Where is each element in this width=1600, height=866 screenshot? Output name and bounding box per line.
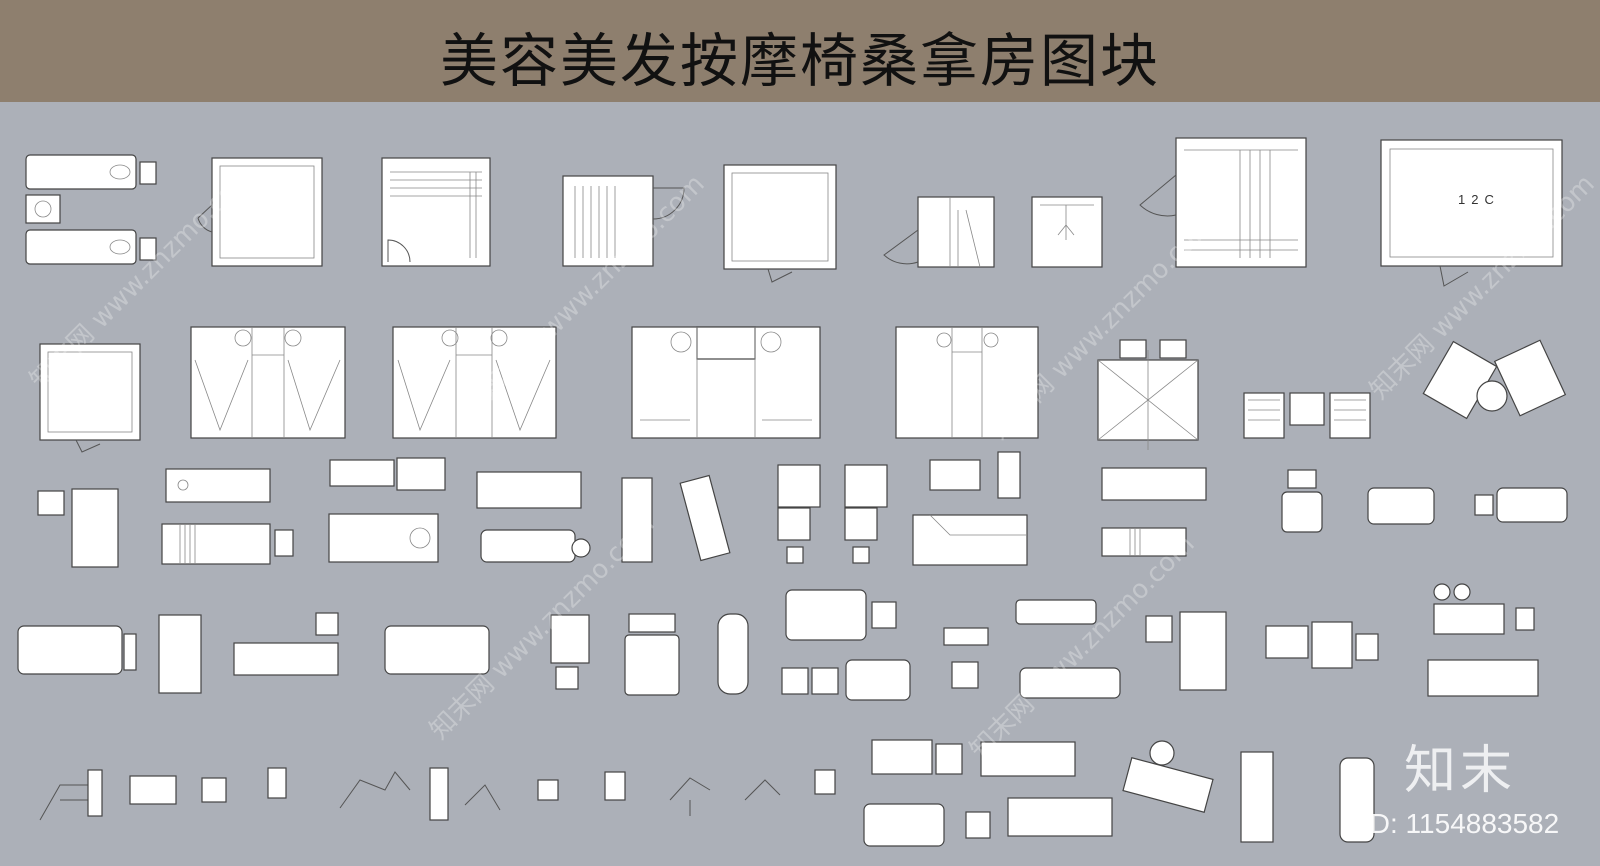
sauna-room-6 <box>1031 196 1103 268</box>
twin-bed-unit-4 <box>895 326 1039 439</box>
salon-chair-1 <box>37 488 119 568</box>
massage-bed-pair <box>25 154 157 265</box>
sauna-room-1 <box>197 157 323 267</box>
armchair-2 <box>1367 487 1435 525</box>
sauna-room-2 <box>381 157 491 267</box>
asset-id: ID: 1154883582 <box>1362 808 1560 839</box>
bed-with-nightstand <box>233 612 339 676</box>
armchair-1 <box>1281 469 1323 533</box>
twin-bed-unit-1 <box>190 326 346 439</box>
lounge-chair-set <box>1243 392 1371 439</box>
sofa-chair-1 <box>550 614 590 690</box>
facial-bed-2 <box>1474 487 1568 523</box>
massage-table-5 <box>17 625 137 675</box>
massage-table-1 <box>165 468 271 503</box>
recliner-3 <box>1339 757 1375 843</box>
twin-bed-unit-2 <box>392 326 557 439</box>
room-label: 12C <box>1458 192 1500 207</box>
side-table <box>943 627 989 689</box>
recliner-pair <box>621 474 731 563</box>
title-banner: 美容美发按摩椅桑拿房图块 <box>0 0 1600 102</box>
sauna-room-9 <box>39 343 141 453</box>
massage-table-4 <box>1101 467 1207 557</box>
pedicure-chair-pair <box>777 464 888 564</box>
massage-table-2 <box>161 523 294 565</box>
pedicure-bed <box>1015 599 1121 699</box>
spa-bed-set <box>912 451 1028 566</box>
sauna-room-3 <box>562 175 685 267</box>
twin-bed-unit-3 <box>631 326 821 439</box>
wash-station <box>1265 621 1379 669</box>
recliner-1 <box>158 614 202 694</box>
lounge-chair-pair <box>1422 339 1567 420</box>
massage-table-3 <box>476 471 591 563</box>
massage-chair-umbrella <box>1097 339 1199 450</box>
salon-station-set <box>781 589 911 701</box>
recliner-2 <box>1240 751 1274 843</box>
facial-bed-1 <box>328 457 446 563</box>
armchair-3 <box>1122 740 1214 814</box>
page-title: 美容美发按摩椅桑拿房图块 <box>439 27 1160 95</box>
massage-table-6 <box>384 625 490 675</box>
sauna-room-7 <box>1139 137 1307 268</box>
brand-logo: 知末 <box>1404 741 1517 801</box>
salon-chair-elevations <box>39 767 836 821</box>
salon-chair-2 <box>1145 611 1227 691</box>
facial-bed-4 <box>863 739 1113 847</box>
shampoo-chair-1 <box>624 613 680 696</box>
sauna-room-4 <box>723 164 837 283</box>
shampoo-chair-2 <box>717 613 749 695</box>
sauna-room-5 <box>883 196 995 268</box>
sauna-room-8 <box>1380 139 1563 287</box>
facial-bed-3 <box>1427 583 1539 697</box>
